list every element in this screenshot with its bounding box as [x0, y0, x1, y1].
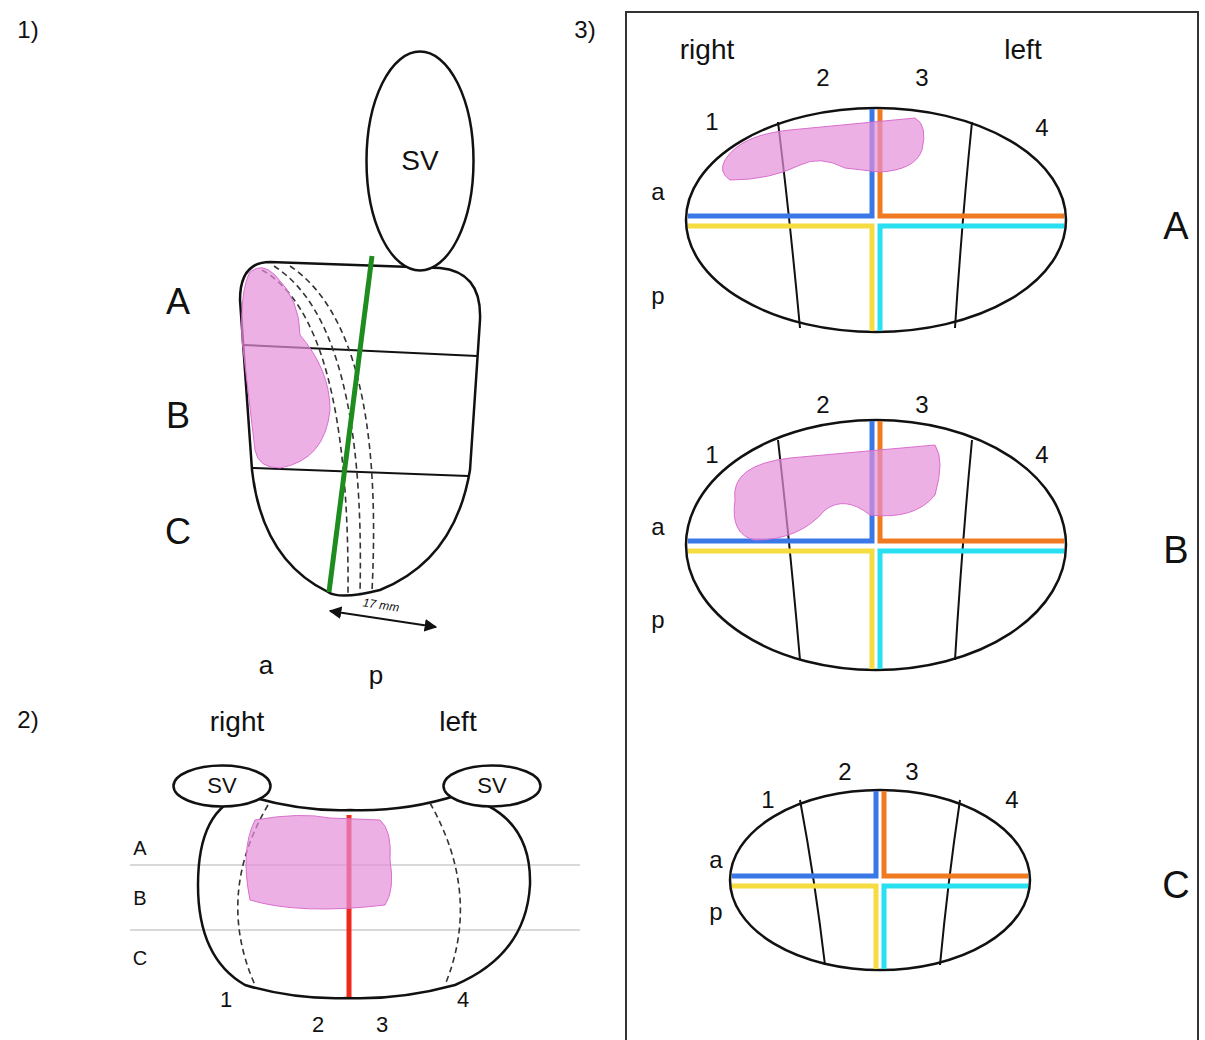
zone-letter: B: [133, 888, 146, 908]
node-label: SV: [477, 775, 506, 797]
section-a: [686, 108, 1066, 332]
coronal-view: [130, 795, 580, 998]
orientation-label: a: [651, 515, 664, 539]
sector-number: 1: [220, 989, 232, 1011]
orientation-label: a: [709, 848, 722, 872]
section-letter: B: [1163, 531, 1188, 569]
dimension-label: 17 mm: [362, 596, 400, 613]
orientation-label: p: [651, 284, 664, 308]
seminal-vesicle: SV: [365, 50, 475, 272]
panel-number: 2): [17, 708, 38, 732]
zone-letter: A: [166, 284, 190, 320]
sector-number: 4: [457, 989, 469, 1011]
sector-number: 4: [1035, 116, 1048, 140]
sector-number: 1: [705, 443, 718, 467]
sector-number: 2: [312, 1014, 324, 1036]
panel-frame: [626, 12, 1198, 1040]
panel-number: 3): [574, 18, 595, 42]
lesion: [246, 815, 392, 909]
sector-number: 1: [761, 788, 774, 812]
sector-number: 1: [705, 110, 718, 134]
seminal-vesicle: SV: [172, 764, 272, 808]
orientation-label: p: [369, 662, 383, 688]
zone-letter: B: [166, 398, 190, 434]
level-line: [130, 929, 580, 931]
sector-number: 3: [376, 1014, 388, 1036]
zone-letter: C: [133, 948, 147, 968]
side-label: right: [210, 708, 264, 736]
prostate-outline: [198, 795, 530, 998]
section-b: [686, 420, 1066, 670]
panel-number: 1): [17, 18, 38, 42]
zone-letter: A: [133, 838, 146, 858]
axial-sections: [626, 12, 1198, 1040]
section-letter: A: [1163, 207, 1188, 245]
prostate-outline: [240, 262, 480, 596]
side-label: right: [680, 36, 734, 64]
zone-letter: C: [165, 514, 191, 550]
orientation-label: a: [651, 180, 664, 204]
node-label: SV: [207, 775, 236, 797]
seminal-vesicle: SV: [442, 764, 542, 808]
orientation-label: p: [709, 900, 722, 924]
sector-number: 4: [1035, 443, 1048, 467]
lesion: [242, 268, 330, 468]
zone-border: [253, 468, 468, 476]
orientation-label: p: [651, 608, 664, 632]
sector-number: 2: [816, 66, 829, 90]
sector-number: 2: [816, 393, 829, 417]
sagittal-view: [240, 256, 480, 627]
section-c: [730, 790, 1030, 970]
sector-number: 3: [915, 393, 928, 417]
side-label: left: [439, 708, 476, 736]
midline: [329, 256, 372, 592]
section-letter: C: [1162, 866, 1189, 904]
dimension-arrow: [330, 611, 436, 627]
orientation-label: a: [259, 652, 273, 678]
sector-number: 3: [915, 66, 928, 90]
sector-number: 2: [838, 760, 851, 784]
side-label: left: [1004, 36, 1041, 64]
sector-number: 3: [905, 760, 918, 784]
node-label: SV: [401, 147, 438, 175]
sector-number: 4: [1005, 788, 1018, 812]
